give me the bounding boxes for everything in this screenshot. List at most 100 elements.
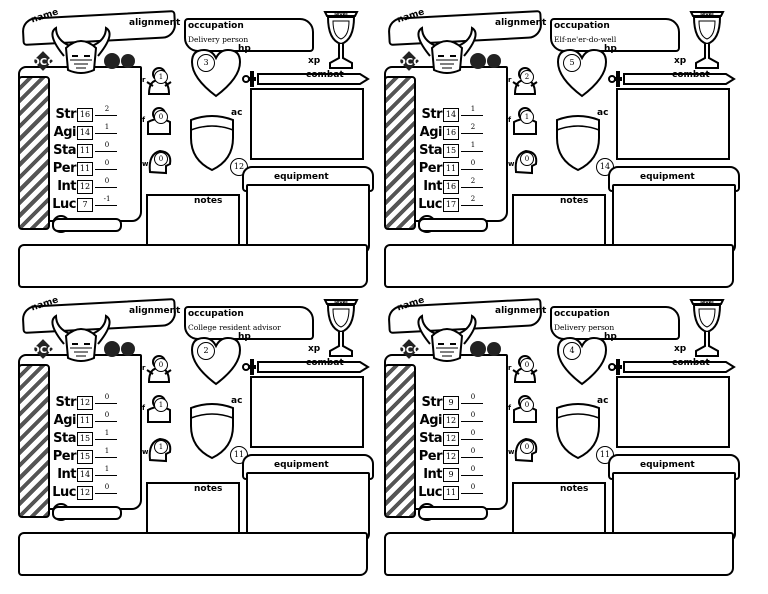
stat-score-agi[interactable]: 14 — [77, 126, 93, 140]
stat-modifier-per[interactable]: 0 — [470, 159, 476, 167]
stat-label-int: Int — [57, 467, 76, 482]
stat-modifier-int[interactable]: 1 — [104, 465, 110, 473]
notes-box[interactable] — [512, 482, 606, 536]
stat-modifier-str[interactable]: 0 — [104, 393, 110, 401]
stat-modifier-luc[interactable]: 2 — [470, 195, 476, 203]
stat-modifier-sta[interactable]: 0 — [470, 429, 476, 437]
stat-tick-line — [95, 457, 117, 458]
will-save-value[interactable]: 0 — [520, 440, 534, 454]
occupation-value[interactable]: Delivery person — [554, 323, 615, 332]
occupation-banner[interactable] — [184, 18, 314, 52]
stat-score-sta[interactable]: 15 — [443, 144, 459, 158]
stat-modifier-per[interactable]: 0 — [104, 159, 110, 167]
combat-box[interactable] — [616, 376, 730, 448]
stat-score-sta[interactable]: 11 — [77, 144, 93, 158]
notes-box[interactable] — [146, 482, 240, 536]
notes-box[interactable] — [146, 194, 240, 248]
hp-value[interactable]: 5 — [563, 54, 581, 72]
stat-modifier-int[interactable]: 0 — [470, 465, 476, 473]
notes-box[interactable] — [512, 194, 606, 248]
character-sheet: level name alignment occupation Delivery… — [382, 295, 744, 576]
fortitude-save-value[interactable]: 1 — [154, 398, 168, 412]
bottom-notes-box[interactable] — [384, 244, 734, 288]
will-save-value[interactable]: 1 — [154, 440, 168, 454]
stat-score-str[interactable]: 9 — [443, 396, 459, 410]
stat-score-luc[interactable]: 11 — [443, 486, 459, 500]
stat-label-per: Per — [52, 161, 77, 176]
hp-value[interactable]: 3 — [197, 54, 215, 72]
reflex-save-value[interactable]: 0 — [154, 358, 168, 372]
will-save-value[interactable]: 0 — [154, 152, 168, 166]
stat-modifier-sta[interactable]: 0 — [104, 141, 110, 149]
stat-modifier-luc[interactable]: -1 — [103, 195, 111, 203]
stat-modifier-luc[interactable]: 0 — [470, 483, 476, 491]
stat-score-per[interactable]: 12 — [443, 450, 459, 464]
stat-score-luc[interactable]: 17 — [443, 198, 459, 212]
stat-label-int: Int — [57, 179, 76, 194]
hp-value[interactable]: 4 — [563, 342, 581, 360]
occupation-banner[interactable] — [550, 18, 680, 52]
stat-modifier-agi[interactable]: 0 — [104, 411, 110, 419]
occupation-banner[interactable] — [184, 306, 314, 340]
stat-score-agi[interactable]: 16 — [443, 126, 459, 140]
stat-score-sta[interactable]: 12 — [443, 432, 459, 446]
stat-modifier-int[interactable]: 0 — [104, 177, 110, 185]
stat-modifier-per[interactable]: 1 — [104, 447, 110, 455]
stat-modifier-str[interactable]: 1 — [470, 105, 476, 113]
fortitude-save-value[interactable]: 1 — [520, 110, 534, 124]
reflex-save-value[interactable]: 1 — [154, 70, 168, 84]
bottom-notes-box[interactable] — [18, 244, 368, 288]
equipment-box[interactable] — [612, 184, 736, 254]
occupation-value[interactable]: Delivery person — [188, 35, 249, 44]
equipment-box[interactable] — [246, 472, 370, 542]
stat-score-agi[interactable]: 11 — [77, 414, 93, 428]
equipment-box[interactable] — [612, 472, 736, 542]
stat-modifier-per[interactable]: 0 — [470, 447, 476, 455]
stat-score-per[interactable]: 11 — [443, 162, 459, 176]
stat-modifier-agi[interactable]: 0 — [470, 411, 476, 419]
stat-score-int[interactable]: 16 — [443, 180, 459, 194]
stat-score-sta[interactable]: 15 — [77, 432, 93, 446]
stat-score-int[interactable]: 9 — [443, 468, 459, 482]
stat-score-per[interactable]: 11 — [77, 162, 93, 176]
hp-value[interactable]: 2 — [197, 342, 215, 360]
stat-tick-line — [95, 205, 117, 206]
stat-modifier-str[interactable]: 0 — [470, 393, 476, 401]
combat-sword-icon — [608, 359, 736, 375]
stat-score-str[interactable]: 12 — [77, 396, 93, 410]
stat-score-per[interactable]: 15 — [77, 450, 93, 464]
reflex-save-value[interactable]: 0 — [520, 358, 534, 372]
occupation-value[interactable]: College resident advisor — [188, 323, 281, 332]
combat-box[interactable] — [616, 88, 730, 160]
combat-box[interactable] — [250, 376, 364, 448]
bottom-notes-box[interactable] — [384, 532, 734, 576]
stat-modifier-int[interactable]: 2 — [470, 177, 476, 185]
will-save-value[interactable]: 0 — [520, 152, 534, 166]
stat-score-str[interactable]: 16 — [77, 108, 93, 122]
reflex-save-label: r — [142, 364, 146, 372]
hp-heart-icon — [556, 336, 608, 386]
stat-modifier-sta[interactable]: 1 — [470, 141, 476, 149]
stat-label-sta: Sta — [53, 431, 76, 446]
occupation-value[interactable]: Elf-ne'er-do-well — [554, 35, 617, 44]
stat-score-agi[interactable]: 12 — [443, 414, 459, 428]
stat-modifier-agi[interactable]: 1 — [104, 123, 110, 131]
stat-modifier-sta[interactable]: 1 — [104, 429, 110, 437]
stat-label-str: Str — [55, 395, 77, 410]
reflex-save-value[interactable]: 2 — [520, 70, 534, 84]
occupation-banner[interactable] — [550, 306, 680, 340]
hp-label: hp — [238, 332, 251, 342]
stat-score-int[interactable]: 14 — [77, 468, 93, 482]
stat-modifier-luc[interactable]: 0 — [104, 483, 110, 491]
stat-modifier-agi[interactable]: 2 — [470, 123, 476, 131]
fortitude-save-value[interactable]: 0 — [520, 398, 534, 412]
bottom-notes-box[interactable] — [18, 532, 368, 576]
stat-score-luc[interactable]: 12 — [77, 486, 93, 500]
stat-score-luc[interactable]: 7 — [77, 198, 93, 212]
stat-score-int[interactable]: 12 — [77, 180, 93, 194]
combat-box[interactable] — [250, 88, 364, 160]
stat-modifier-str[interactable]: 2 — [104, 105, 110, 113]
stat-tick-line — [95, 403, 117, 404]
fortitude-save-value[interactable]: 0 — [154, 110, 168, 124]
stat-score-str[interactable]: 14 — [443, 108, 459, 122]
